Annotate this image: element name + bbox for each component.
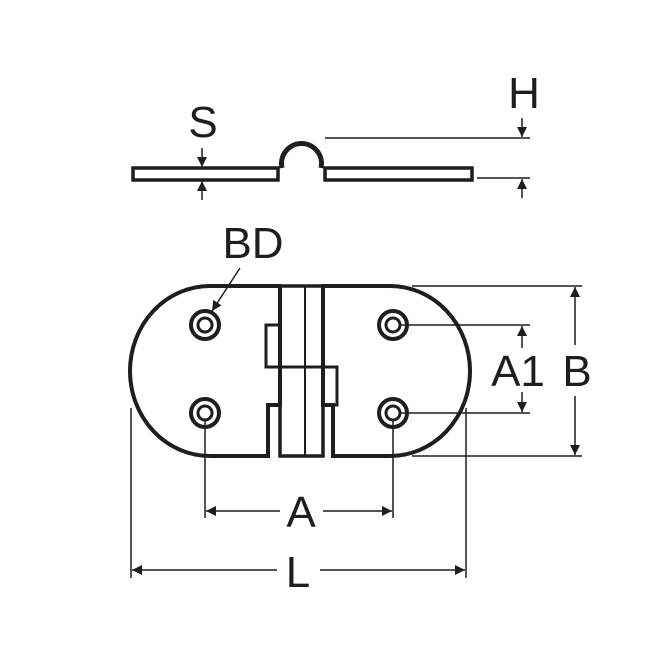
label-l: L [286, 548, 310, 597]
label-a: A [286, 488, 316, 537]
holes [189, 309, 409, 429]
right-leaf [321, 284, 472, 458]
top-view [128, 284, 472, 458]
left-leaf [128, 284, 282, 458]
top-dimensions [130, 267, 582, 578]
label-h: H [508, 69, 540, 118]
side-view-plate [131, 166, 474, 182]
bd-leader [211, 267, 241, 312]
label-s: S [188, 98, 217, 147]
side-view-knuckle [279, 141, 324, 169]
side-dimensions [197, 118, 530, 200]
label-bd: BD [222, 219, 283, 268]
left-tab [264, 323, 282, 369]
right-tab [321, 365, 339, 407]
label-a1: A1 [491, 347, 545, 396]
hole-top-left [189, 309, 221, 341]
label-b: B [562, 347, 591, 396]
side-view [131, 141, 474, 182]
center-knuckle [278, 284, 325, 458]
